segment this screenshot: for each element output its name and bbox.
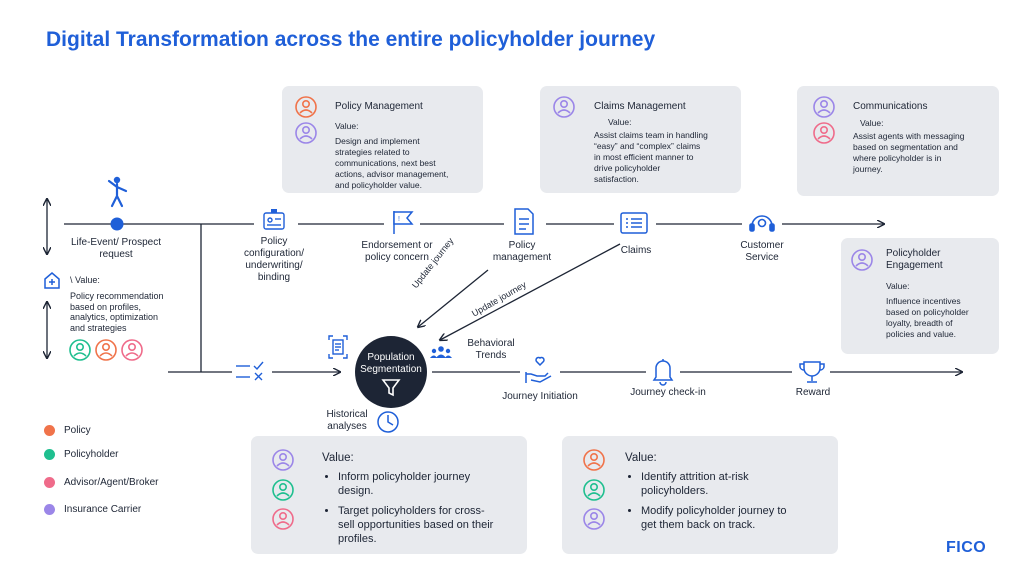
trophy-icon xyxy=(799,361,825,383)
checklist-icon xyxy=(236,361,264,381)
population-segmentation-node xyxy=(355,336,427,408)
id-badge-icon xyxy=(263,209,285,230)
hand-heart-icon xyxy=(525,356,552,383)
card-heading: Claims Management xyxy=(594,101,686,112)
avatar-carrier xyxy=(813,96,835,118)
card-heading: Communications xyxy=(853,101,928,112)
card-value-text: Assist claims team in handling “easy” an… xyxy=(594,130,708,184)
value-bullets: Identify attrition at-riskpolicyholders.… xyxy=(627,470,846,538)
flag-icon: ! xyxy=(393,211,414,234)
card-value-text: Influence incentives based on policyhold… xyxy=(886,296,969,339)
legend-dot-advisor xyxy=(44,477,55,488)
avatar-policyholder xyxy=(272,479,294,501)
person-icon xyxy=(107,176,128,208)
left-value-text: Policy recommendation based on profiles,… xyxy=(70,291,164,333)
stage-policy-management: Policy management xyxy=(492,240,552,263)
legend-label-policyholder: Policyholder xyxy=(64,449,119,460)
card-value-text: Assist agents with messaging based on se… xyxy=(853,131,965,174)
card-bottom-right: Value: Identify attrition at-riskpolicyh… xyxy=(562,436,838,554)
avatar-carrier xyxy=(583,508,605,530)
top-journey-line xyxy=(64,224,884,372)
population-segmentation-label: Population Segmentation xyxy=(360,352,422,375)
life-event-label: Life-Event/ Prospect request xyxy=(70,237,162,260)
card-value-label: Value: xyxy=(608,117,632,127)
historical-analyses-label: Historical analyses xyxy=(326,409,368,432)
legend-label-carrier: Insurance Carrier xyxy=(64,504,142,515)
filter-icon xyxy=(381,379,401,397)
page-title: Digital Transformation across the entire… xyxy=(46,28,656,51)
stage-policy-configuration: Policy configuration/ underwriting/ bind… xyxy=(243,236,305,283)
avatar-policy xyxy=(583,449,605,471)
journey-initiation-label: Journey Initiation xyxy=(502,391,578,402)
avatar-policyholder xyxy=(69,339,91,361)
card-policyholder-engagement: Policyholder Engagement Value: Influence… xyxy=(841,238,999,354)
card-value-label: Value: xyxy=(860,118,884,128)
avatar-policyholder xyxy=(583,479,605,501)
card-value-label: Value: xyxy=(335,121,359,131)
stage-endorsement: Endorsement or policy concern xyxy=(361,240,433,263)
card-heading: Policyholder Engagement xyxy=(886,248,943,271)
update-journey-arrow-2 xyxy=(440,243,621,340)
people-icon xyxy=(430,346,452,358)
legend-dot-carrier xyxy=(44,504,55,515)
start-point-dot xyxy=(110,217,124,231)
journey-checkin-label: Journey check-in xyxy=(630,387,706,398)
left-value-label: \ Value: xyxy=(70,275,100,285)
legend-label-policy: Policy xyxy=(64,425,91,436)
card-value-label: Value: xyxy=(886,281,910,291)
card-policy-management: Policy Management Value: Design and impl… xyxy=(282,86,483,193)
legend-dot-policy xyxy=(44,425,55,436)
avatar-carrier xyxy=(295,122,317,144)
avatar-advisor xyxy=(813,122,835,144)
avatar-advisor xyxy=(272,508,294,530)
avatar-policy xyxy=(95,339,117,361)
card-value-label: Value: xyxy=(625,452,657,464)
clock-icon xyxy=(377,411,399,433)
card-value-text: Design and implement strategies related … xyxy=(335,136,449,190)
card-heading: Policy Management xyxy=(335,101,423,112)
avatar-carrier xyxy=(272,449,294,471)
reward-label: Reward xyxy=(795,387,831,398)
legend-label-advisor: Advisor/Agent/Broker xyxy=(64,477,159,488)
update-journey-arrow-1 xyxy=(418,269,489,327)
avatar-advisor xyxy=(121,339,143,361)
avatar-carrier xyxy=(851,249,873,271)
bell-icon xyxy=(652,359,674,386)
stage-customer-service: Customer Service xyxy=(740,240,784,263)
headset-icon xyxy=(749,215,775,232)
behavioral-trends-label: Behavioral Trends xyxy=(467,338,515,361)
avatar-carrier xyxy=(553,96,575,118)
stage-claims: Claims xyxy=(620,245,652,256)
card-value-label: Value: xyxy=(322,452,354,464)
plus-house-icon xyxy=(44,272,60,289)
document-icon xyxy=(514,208,534,235)
card-bottom-left: Value: Inform policyholder journeydesign… xyxy=(251,436,527,554)
legend-dot-policyholder xyxy=(44,449,55,460)
claims-list-icon xyxy=(620,212,648,234)
scan-document-icon xyxy=(328,335,348,359)
card-claims-management: Claims Management Value: Assist claims t… xyxy=(540,86,741,193)
fico-logo: FICO xyxy=(946,539,987,556)
bullet-item: Target policyholders for cross-sell oppo… xyxy=(338,504,538,546)
svg-text:!: ! xyxy=(398,216,400,223)
avatar-policy xyxy=(295,96,317,118)
